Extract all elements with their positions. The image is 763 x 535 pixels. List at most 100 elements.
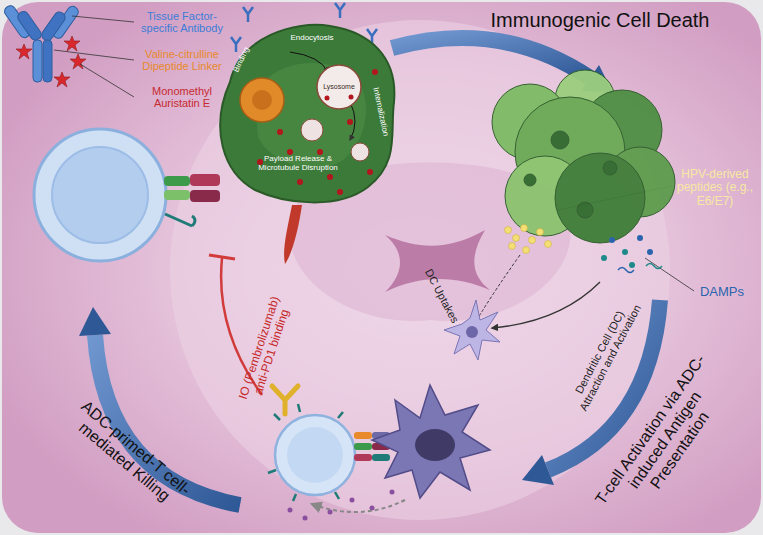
tumor-cell-detail bbox=[347, 119, 353, 125]
dying-tumor-cells-part bbox=[555, 153, 645, 243]
dying-tumor-cells bbox=[492, 70, 675, 243]
tumor-cell: BindingEndocytosisInternalizationPayload… bbox=[200, 12, 400, 212]
cytokine-dots-part bbox=[303, 516, 308, 521]
t-cell-left bbox=[34, 129, 166, 261]
tumor-cell-text: Payload Release & Microtubule Disruption bbox=[250, 155, 346, 173]
payload-stars-part bbox=[54, 72, 70, 87]
tcr-mhc-synapse-part bbox=[190, 190, 220, 202]
lysosome: Lysosome bbox=[316, 64, 362, 110]
tumor-cell-detail bbox=[350, 102, 355, 140]
inhibition-bar bbox=[209, 255, 235, 259]
peptide-label: HPV-derived peptides (e.g., E6/E7) bbox=[670, 168, 760, 208]
adc-antibody-part bbox=[33, 40, 42, 82]
stage-heading: Immunogenic Cell Death bbox=[470, 9, 730, 31]
tumor-cell-detail bbox=[327, 174, 333, 180]
hpv-peptides-part bbox=[523, 247, 530, 254]
t-cell-left-part bbox=[34, 129, 166, 261]
cytokine-dots-part bbox=[350, 498, 355, 503]
payload-stars-part bbox=[64, 36, 80, 51]
immune-synapse-part bbox=[354, 432, 372, 439]
tumor-cell-detail bbox=[367, 169, 373, 175]
adc-antibody-part bbox=[40, 10, 67, 43]
tumor-cell-outline bbox=[200, 12, 400, 212]
activation-arrow bbox=[312, 500, 405, 512]
hpv-peptides bbox=[505, 225, 552, 254]
component-label: Tissue Factor-specific Antibody bbox=[134, 10, 230, 35]
tumor-cell-detail bbox=[290, 52, 328, 72]
pembrolizumab-antibody bbox=[272, 386, 298, 414]
payload-tail bbox=[284, 205, 302, 264]
small-adcs-part bbox=[231, 37, 241, 52]
stage-heading: T-cell Activation via ADC-induced Antige… bbox=[589, 347, 742, 533]
payload-stars-part bbox=[70, 54, 86, 69]
process-label: DC Uptakes bbox=[418, 258, 466, 334]
dying-tumor-cells-part bbox=[524, 174, 536, 186]
cytokine-dots-part bbox=[370, 506, 375, 511]
tcr-mhc-synapse-part bbox=[190, 174, 220, 186]
dendritic-cell-bottom-part bbox=[415, 429, 455, 461]
tumor-cell-detail bbox=[372, 69, 378, 75]
component-label: Monomethyl Auristatin E bbox=[134, 85, 230, 110]
lysosome-detail bbox=[349, 95, 354, 100]
hpv-peptides-part bbox=[545, 241, 552, 248]
damps-part bbox=[618, 268, 634, 273]
stage-heading: ADC-primed-T cell-mediated Killing bbox=[50, 383, 211, 526]
dying-tumor-cells-part bbox=[577, 202, 593, 218]
uptake-arrow bbox=[478, 255, 520, 318]
damps-label: DAMPs bbox=[691, 285, 753, 300]
damps-part bbox=[637, 235, 643, 241]
cycle-arrows-part bbox=[79, 307, 111, 336]
t-cell-left-part bbox=[52, 147, 148, 243]
component-label: Valine-citrulline Dipeptide Linker bbox=[134, 48, 230, 73]
dying-tumor-cells-part bbox=[551, 131, 569, 149]
t-cell-bottom-part bbox=[268, 404, 343, 501]
small-adcs-part bbox=[243, 7, 253, 22]
dendritic-cell-small-part bbox=[466, 326, 478, 338]
hpv-peptides-part bbox=[505, 227, 512, 234]
dendritic-cell-bottom-part bbox=[372, 385, 490, 498]
cycle-arrows-part bbox=[392, 38, 590, 78]
tumor-cell-detail bbox=[277, 129, 283, 135]
damps-part bbox=[609, 237, 615, 243]
dendritic-cell-bottom bbox=[372, 385, 490, 498]
tumor-cell-detail bbox=[351, 143, 369, 161]
tumor-cell-detail bbox=[252, 90, 272, 110]
payload-stars-part bbox=[16, 44, 32, 59]
t-cell-bottom-part bbox=[287, 427, 343, 483]
damps bbox=[601, 235, 662, 273]
adc-antibody bbox=[3, 4, 81, 82]
damps-part bbox=[647, 249, 653, 255]
attraction-arrow bbox=[492, 282, 600, 328]
tcr-mhc-synapse-part bbox=[192, 216, 195, 226]
tumor-cell-detail bbox=[220, 25, 394, 203]
immune-synapse-part bbox=[372, 454, 390, 461]
hpv-peptides-part bbox=[529, 237, 536, 244]
cytokine-dots-part bbox=[288, 508, 293, 513]
process-label: Dendritic Cell (DC) Attraction and Activ… bbox=[566, 296, 644, 414]
tumor-cell-detail bbox=[240, 78, 284, 122]
damps-part bbox=[601, 255, 607, 261]
tcr-mhc-synapse-part bbox=[165, 214, 192, 226]
hpv-peptides-part bbox=[537, 229, 544, 236]
damps-part bbox=[629, 262, 635, 268]
small-adcs-part bbox=[335, 3, 345, 18]
cytokine-dots bbox=[288, 490, 395, 521]
tcr-mhc-synapse-part bbox=[164, 190, 190, 200]
immune-synapse-part bbox=[354, 454, 372, 461]
tcr-mhc-synapse-part bbox=[164, 176, 190, 186]
hpv-peptides-part bbox=[509, 243, 516, 250]
t-cell-bottom bbox=[268, 404, 355, 501]
lysosome-detail bbox=[317, 65, 361, 109]
damps-part bbox=[622, 249, 628, 255]
leader-lines-part bbox=[54, 50, 134, 60]
adc-antibody-part bbox=[43, 40, 52, 82]
hpv-peptides-part bbox=[513, 235, 520, 242]
payload-stars bbox=[16, 36, 86, 87]
dying-tumor-cells-part bbox=[603, 161, 617, 175]
drug-label: IO (Pembrolizumab) anti-PD1 binding bbox=[235, 289, 298, 411]
lysosome-text: Lysosome bbox=[317, 83, 361, 91]
tcr-mhc-synapse bbox=[164, 174, 220, 226]
